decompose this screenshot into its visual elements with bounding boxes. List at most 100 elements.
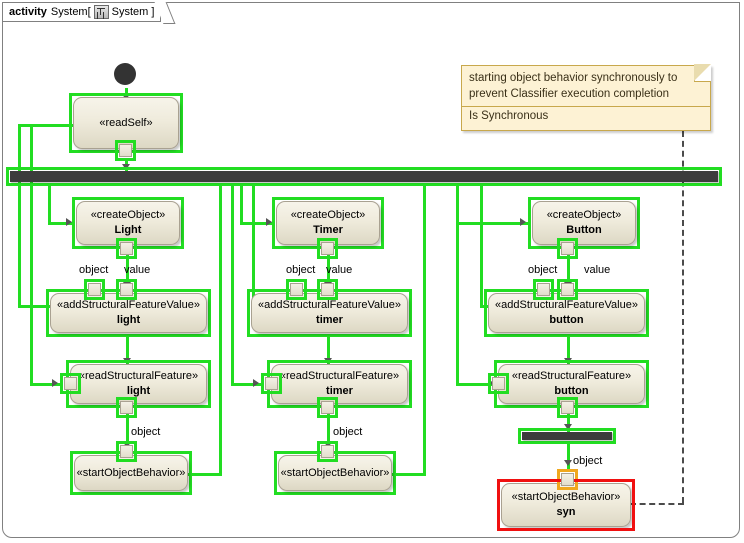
createbutton-selection (528, 197, 640, 249)
note-divider (462, 106, 710, 108)
input-pin-value[interactable] (321, 283, 334, 296)
rsfbutton-outpin-selection (557, 397, 578, 418)
input-pin-value[interactable] (561, 283, 574, 296)
input-pin-object[interactable] (492, 377, 505, 390)
asfvtimer-objectpin-selection (286, 279, 307, 300)
node-name: Light (114, 224, 142, 236)
rsflight-outpin-selection (116, 397, 137, 418)
edge-sobtimer-return-v (423, 186, 426, 476)
pin-label-object: object (333, 426, 363, 438)
edge-readself-feedback-h (18, 124, 76, 127)
edge-join-syn (567, 444, 570, 472)
output-pin[interactable] (120, 401, 133, 414)
edge-fork-createbutton-h (456, 222, 528, 225)
initial-node[interactable] (114, 63, 136, 85)
node-stereotype: «readStructuralFeature» (279, 370, 400, 383)
node-rsf-light[interactable]: «readStructuralFeature» light (70, 364, 207, 404)
edge-soblight-return-h (188, 473, 222, 476)
pin-label-object: object (286, 264, 316, 276)
node-create-button[interactable]: «createObject» Button (532, 201, 636, 245)
rsftimer-outpin-selection (317, 397, 338, 418)
edge-fork-timerobject-v (252, 186, 255, 306)
asfvlight-objectpin-selection (84, 279, 105, 300)
node-stereotype: «createObject» (546, 209, 622, 222)
join-node[interactable] (522, 432, 612, 440)
node-stereotype: «createObject» (290, 209, 366, 222)
note-footer: Is Synchronous (469, 110, 549, 123)
node-stereotype: «addStructuralFeatureValue» (495, 299, 638, 312)
edge-readself-branch2-v (30, 124, 33, 386)
arrowhead (488, 379, 494, 387)
edge-createbutton-value (567, 248, 570, 288)
input-pin-value[interactable] (120, 283, 133, 296)
output-pin[interactable] (561, 242, 574, 255)
edge-soblight-return-v (219, 186, 222, 476)
node-create-light[interactable]: «createObject» Light (76, 201, 180, 245)
readself-outpin-selection (115, 140, 136, 161)
input-pin-object[interactable] (561, 473, 574, 486)
createtimer-outpin-selection (317, 238, 338, 259)
join-node-selection (518, 428, 616, 444)
node-rsf-timer[interactable]: «readStructuralFeature» timer (271, 364, 408, 404)
arrowhead (253, 379, 259, 387)
activity-frame-header: activity System[ System ] (2, 2, 176, 24)
output-pin[interactable] (119, 144, 132, 157)
edge-fork-createlight-v (48, 186, 51, 224)
edge-fork-createlight-h (48, 222, 74, 225)
node-name: button (554, 385, 589, 397)
input-pin-object[interactable] (120, 445, 133, 458)
pin-label-value: value (326, 264, 353, 276)
node-name: light (116, 314, 141, 326)
note-is-synchronous[interactable]: starting object behavior synchronously t… (461, 64, 711, 131)
edge-rsftimer-sobtimer (327, 412, 330, 448)
soblight-objectpin-selection (116, 441, 137, 462)
node-sob-syn[interactable]: «startObjectBehavior» syn (501, 483, 631, 527)
note-anchor-horizontal (630, 503, 684, 505)
input-pin-object[interactable] (64, 377, 77, 390)
edge-fork-createtimer-h (240, 222, 274, 225)
arrowhead (66, 218, 72, 226)
edge-readself-feedback-v (18, 124, 21, 308)
node-name: light (126, 385, 151, 397)
node-stereotype: «startObjectBehavior» (280, 466, 390, 479)
arrowhead (52, 379, 58, 387)
input-pin-object[interactable] (321, 445, 334, 458)
output-pin[interactable] (561, 401, 574, 414)
fork-node[interactable] (10, 171, 718, 182)
node-stereotype: «readSelf» (99, 116, 153, 129)
input-pin-object[interactable] (88, 283, 101, 296)
output-pin[interactable] (321, 401, 334, 414)
frame-qualifier: System ] (111, 6, 155, 18)
note-anchor-vertical (682, 131, 684, 503)
pin-label-value: value (124, 264, 151, 276)
arrowhead (520, 218, 526, 226)
edge-fork-rsftimer-v (231, 186, 234, 384)
node-name: syn (556, 506, 576, 518)
node-stereotype: «startObjectBehavior» (76, 466, 186, 479)
edge-readself-branch2-h (30, 383, 60, 386)
asfvlight-valuepin-selection (116, 279, 137, 300)
edge-sobtimer-return-h (392, 473, 426, 476)
input-pin-object[interactable] (290, 283, 303, 296)
output-pin[interactable] (321, 242, 334, 255)
edge-createtimer-value (327, 248, 330, 288)
asfvbutton-valuepin-selection (557, 279, 578, 300)
output-pin[interactable] (120, 242, 133, 255)
rsfbutton-objectpin-selection (488, 373, 509, 394)
input-pin-object[interactable] (537, 283, 550, 296)
arrowhead (564, 424, 572, 430)
fork-node-selection (6, 167, 722, 186)
asfvbutton-objectpin-selection (533, 279, 554, 300)
rsftimer-objectpin-selection (261, 373, 282, 394)
createlight-outpin-selection (116, 238, 137, 259)
asfvtimer-valuepin-selection (317, 279, 338, 300)
edge-fork-buttonobject-v (480, 186, 483, 306)
node-stereotype: «startObjectBehavior» (511, 491, 621, 504)
note-text: starting object behavior synchronously t… (469, 72, 678, 100)
edge-fork-rsftimer-h (231, 383, 261, 386)
createbutton-outpin-selection (557, 238, 578, 259)
input-pin-object[interactable] (265, 377, 278, 390)
arrowhead (266, 218, 272, 226)
edge-createlight-value (126, 248, 129, 288)
